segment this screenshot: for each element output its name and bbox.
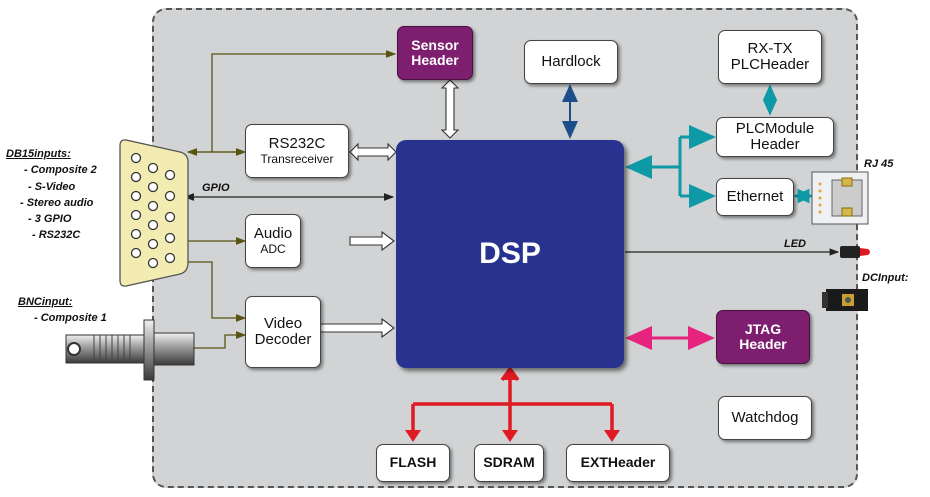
hardlock-label: Hardlock	[541, 52, 601, 70]
bnc-input-title: BNCinput:	[18, 296, 73, 308]
db15-item-stereo-audio: - Stereo audio	[20, 197, 94, 209]
sensor-header-line1: Sensor	[411, 36, 459, 53]
sensor-header-block: Sensor Header	[397, 26, 473, 80]
rj45-label: RJ 45	[864, 158, 894, 170]
hollow-arrows	[319, 79, 460, 339]
sensor-header-line2: Header	[411, 52, 459, 68]
db15-item-gpio: - 3 GPIO	[28, 213, 72, 225]
dsp-label: DSP	[479, 237, 541, 270]
video-decoder-block: Video Decoder	[245, 296, 321, 368]
sdram-label: SDRAM	[483, 454, 535, 471]
rxtx-line1: RX-TX	[747, 39, 793, 57]
db15-inputs-title: DB15inputs:	[6, 148, 71, 160]
gpio-label: GPIO	[202, 182, 230, 194]
watchdog-label: Watchdog	[731, 408, 799, 426]
sdram-block: SDRAM	[474, 444, 544, 482]
bnc-connector	[65, 319, 195, 381]
jtag-header-block: JTAG Header	[716, 310, 810, 364]
dsp-block: DSP	[396, 140, 624, 368]
db15-wires	[186, 50, 397, 349]
video-line1: Video	[263, 314, 303, 332]
flash-block: FLASH	[376, 444, 450, 482]
db15-item-svideo: - S-Video	[28, 181, 76, 193]
ethernet-label: Ethernet	[726, 187, 784, 205]
flash-label: FLASH	[389, 454, 437, 471]
rs232c-transreceiver-block: RS232C Transreceiver	[245, 124, 349, 178]
jtag-line1: JTAG	[744, 320, 782, 337]
video-line2: Decoder	[254, 331, 312, 348]
memory-bus	[411, 366, 614, 434]
audio-line1: Audio	[253, 225, 293, 243]
rs232c-line2: Transreceiver	[260, 151, 334, 166]
plc-module-header-block: PLCModule Header	[716, 117, 834, 157]
rs232c-line1: RS232C	[268, 135, 326, 153]
plcmodule-line1: PLCModule	[735, 119, 815, 137]
watchdog-block: Watchdog	[718, 396, 812, 440]
audio-adc-block: Audio ADC	[245, 214, 301, 268]
extheader-block: EXTHeader	[566, 444, 670, 482]
dc-input-label: DCInput:	[862, 272, 909, 284]
bnc-item-composite1: - Composite 1	[34, 312, 107, 324]
led-component	[840, 246, 870, 258]
rxtx-line2: PLCHeader	[730, 56, 810, 73]
ethernet-block: Ethernet	[716, 178, 794, 216]
hardlock-block: Hardlock	[524, 40, 618, 84]
jtag-line2: Header	[739, 336, 787, 352]
dc-jack	[822, 289, 868, 311]
rj45-connector	[811, 171, 869, 225]
led-label: LED	[784, 238, 806, 250]
teal-buses	[625, 125, 716, 208]
db15-connector	[119, 139, 189, 287]
audio-line2: ADC	[260, 241, 286, 256]
extheader-label: EXTHeader	[580, 454, 656, 471]
plcmodule-line2: Header	[750, 136, 800, 153]
rxtx-plc-header-block: RX-TX PLCHeader	[718, 30, 822, 84]
db15-item-rs232c: - RS232C	[32, 229, 81, 241]
db15-item-composite2: - Composite 2	[24, 164, 97, 176]
